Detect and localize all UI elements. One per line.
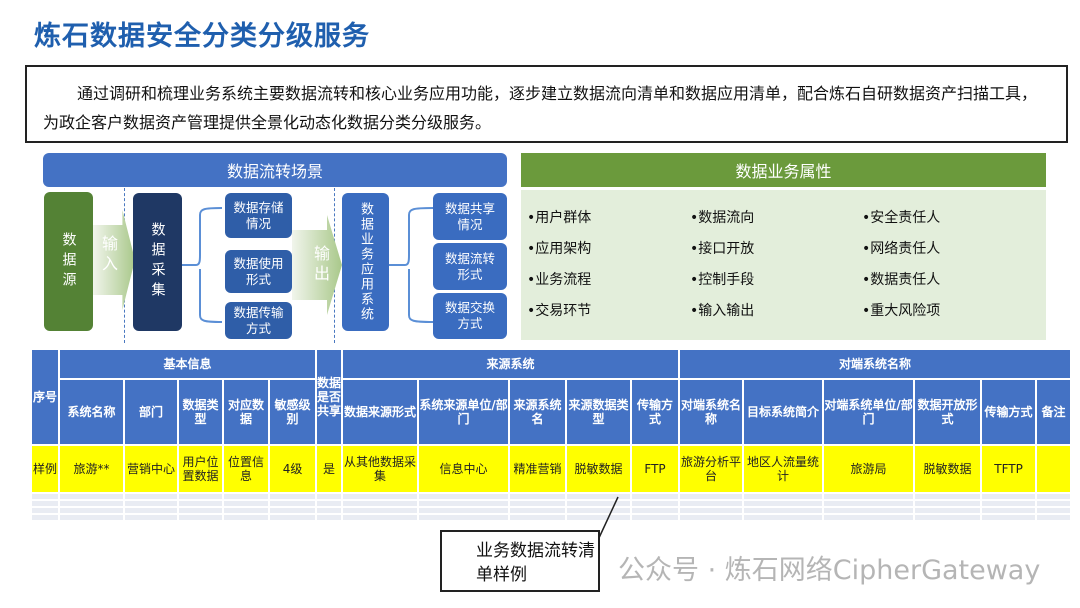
exchange-box: 数据交换方式 <box>433 293 507 339</box>
data-collect-box: 数据采集 <box>133 193 182 331</box>
cell: 脱敏数据 <box>913 444 983 494</box>
attr-item: •应用架构 <box>527 241 592 257</box>
cell: FTP <box>630 444 681 494</box>
header-shared: 数据是否共享 <box>315 348 344 446</box>
empty-row <box>30 506 1073 515</box>
storage-box: 数据存储情况 <box>225 193 292 238</box>
intro-text: 通过调研和梳理业务系统主要数据流转和核心业务应用功能，逐步建立数据流向清单和数据… <box>25 65 1068 143</box>
business-app-box: 数据业务应用系统 <box>342 193 389 331</box>
col-header: 备注 <box>1035 378 1073 446</box>
sharing-box: 数据共享情况 <box>433 193 507 240</box>
header-basic-info: 基本信息 <box>57 348 318 380</box>
attr-item: •接口开放 <box>690 241 755 257</box>
cell: 精准营销 <box>508 444 568 494</box>
flow-header: 数据流转场景 <box>43 153 507 187</box>
cell: 营销中心 <box>123 444 179 494</box>
col-header: 对端系统名称 <box>678 378 745 446</box>
col-header: 敏感级别 <box>267 378 318 446</box>
cell: 旅游分析平台 <box>678 444 745 494</box>
col-header: 传输方式 <box>630 378 681 446</box>
bracket <box>182 207 223 323</box>
col-header: 部门 <box>123 378 179 446</box>
attrs-col-2: •数据流向 •接口开放 •控制手段 •输入输出 <box>690 203 754 327</box>
cell: 旅游局 <box>822 444 916 494</box>
bracket <box>389 207 434 323</box>
header-source-system: 来源系统 <box>341 348 681 380</box>
col-header: 来源系统名 <box>508 378 568 446</box>
col-header: 对应数据 <box>222 378 270 446</box>
attr-item: •网络责任人 <box>862 241 941 257</box>
cell: 位置信息 <box>222 444 270 494</box>
empty-row <box>30 492 1073 501</box>
empty-row <box>30 499 1073 508</box>
header-peer-system: 对端系统名称 <box>678 348 1073 380</box>
attr-item: •数据流向 <box>690 210 755 226</box>
col-header: 系统名称 <box>58 378 125 446</box>
attr-item: •重大风险项 <box>862 303 941 319</box>
attrs-col-3: •安全责任人 •网络责任人 •数据责任人 •重大风险项 <box>862 203 940 327</box>
header-seq: 序号 <box>30 348 60 446</box>
cell: TFTP <box>980 444 1038 494</box>
empty-row <box>30 513 1073 522</box>
attrs-col-1: •用户群体 •应用架构 •业务流程 •交易环节 <box>527 203 591 327</box>
usage-box: 数据使用形式 <box>225 250 292 293</box>
flow-form-box: 数据流转形式 <box>433 243 507 290</box>
input-label: 输入 <box>99 235 118 275</box>
attr-item: •交易环节 <box>527 303 592 319</box>
cell: 旅游** <box>58 444 125 494</box>
attr-item: •业务流程 <box>527 272 592 288</box>
data-source-box: 数据源 <box>44 192 93 331</box>
attr-item: •安全责任人 <box>862 210 941 226</box>
cell <box>1035 444 1073 494</box>
col-header: 对端系统单位/部门 <box>822 378 916 446</box>
col-header: 来源数据类型 <box>565 378 633 446</box>
callout-box: 业务数据流转清单样例 <box>440 530 600 592</box>
data-flow-table: 序号 基本信息 数据是否共享 来源系统 对端系统名称 系统名称 部门 数据类型 … <box>30 348 1073 522</box>
attr-item: •用户群体 <box>527 210 592 226</box>
cell: 从其他数据采集 <box>341 444 420 494</box>
col-header: 数据类型 <box>177 378 224 446</box>
cell: 脱敏数据 <box>565 444 633 494</box>
col-header: 传输方式 <box>980 378 1038 446</box>
attr-item: •数据责任人 <box>862 272 941 288</box>
attrs-panel <box>521 190 1046 340</box>
page-title: 炼石数据安全分类分级服务 <box>34 21 370 52</box>
cell: 用户位置数据 <box>177 444 224 494</box>
watermark: 公众号 · 炼石网络CipherGateway <box>618 555 1041 586</box>
cell: 信息中心 <box>417 444 511 494</box>
output-label: 输出 <box>311 245 330 285</box>
col-header: 数据开放形式 <box>913 378 983 446</box>
col-header: 目标系统简介 <box>742 378 825 446</box>
attrs-header: 数据业务属性 <box>521 153 1046 187</box>
attr-item: •输入输出 <box>690 303 755 319</box>
transfer-box: 数据传输方式 <box>225 302 292 339</box>
cell: 4级 <box>267 444 318 494</box>
cell: 是 <box>315 444 344 494</box>
col-header: 系统来源单位/部门 <box>417 378 511 446</box>
cell: 地区人流量统计 <box>742 444 825 494</box>
cell: 样例 <box>30 444 60 494</box>
col-header: 数据来源形式 <box>341 378 420 446</box>
attr-item: •控制手段 <box>690 272 755 288</box>
